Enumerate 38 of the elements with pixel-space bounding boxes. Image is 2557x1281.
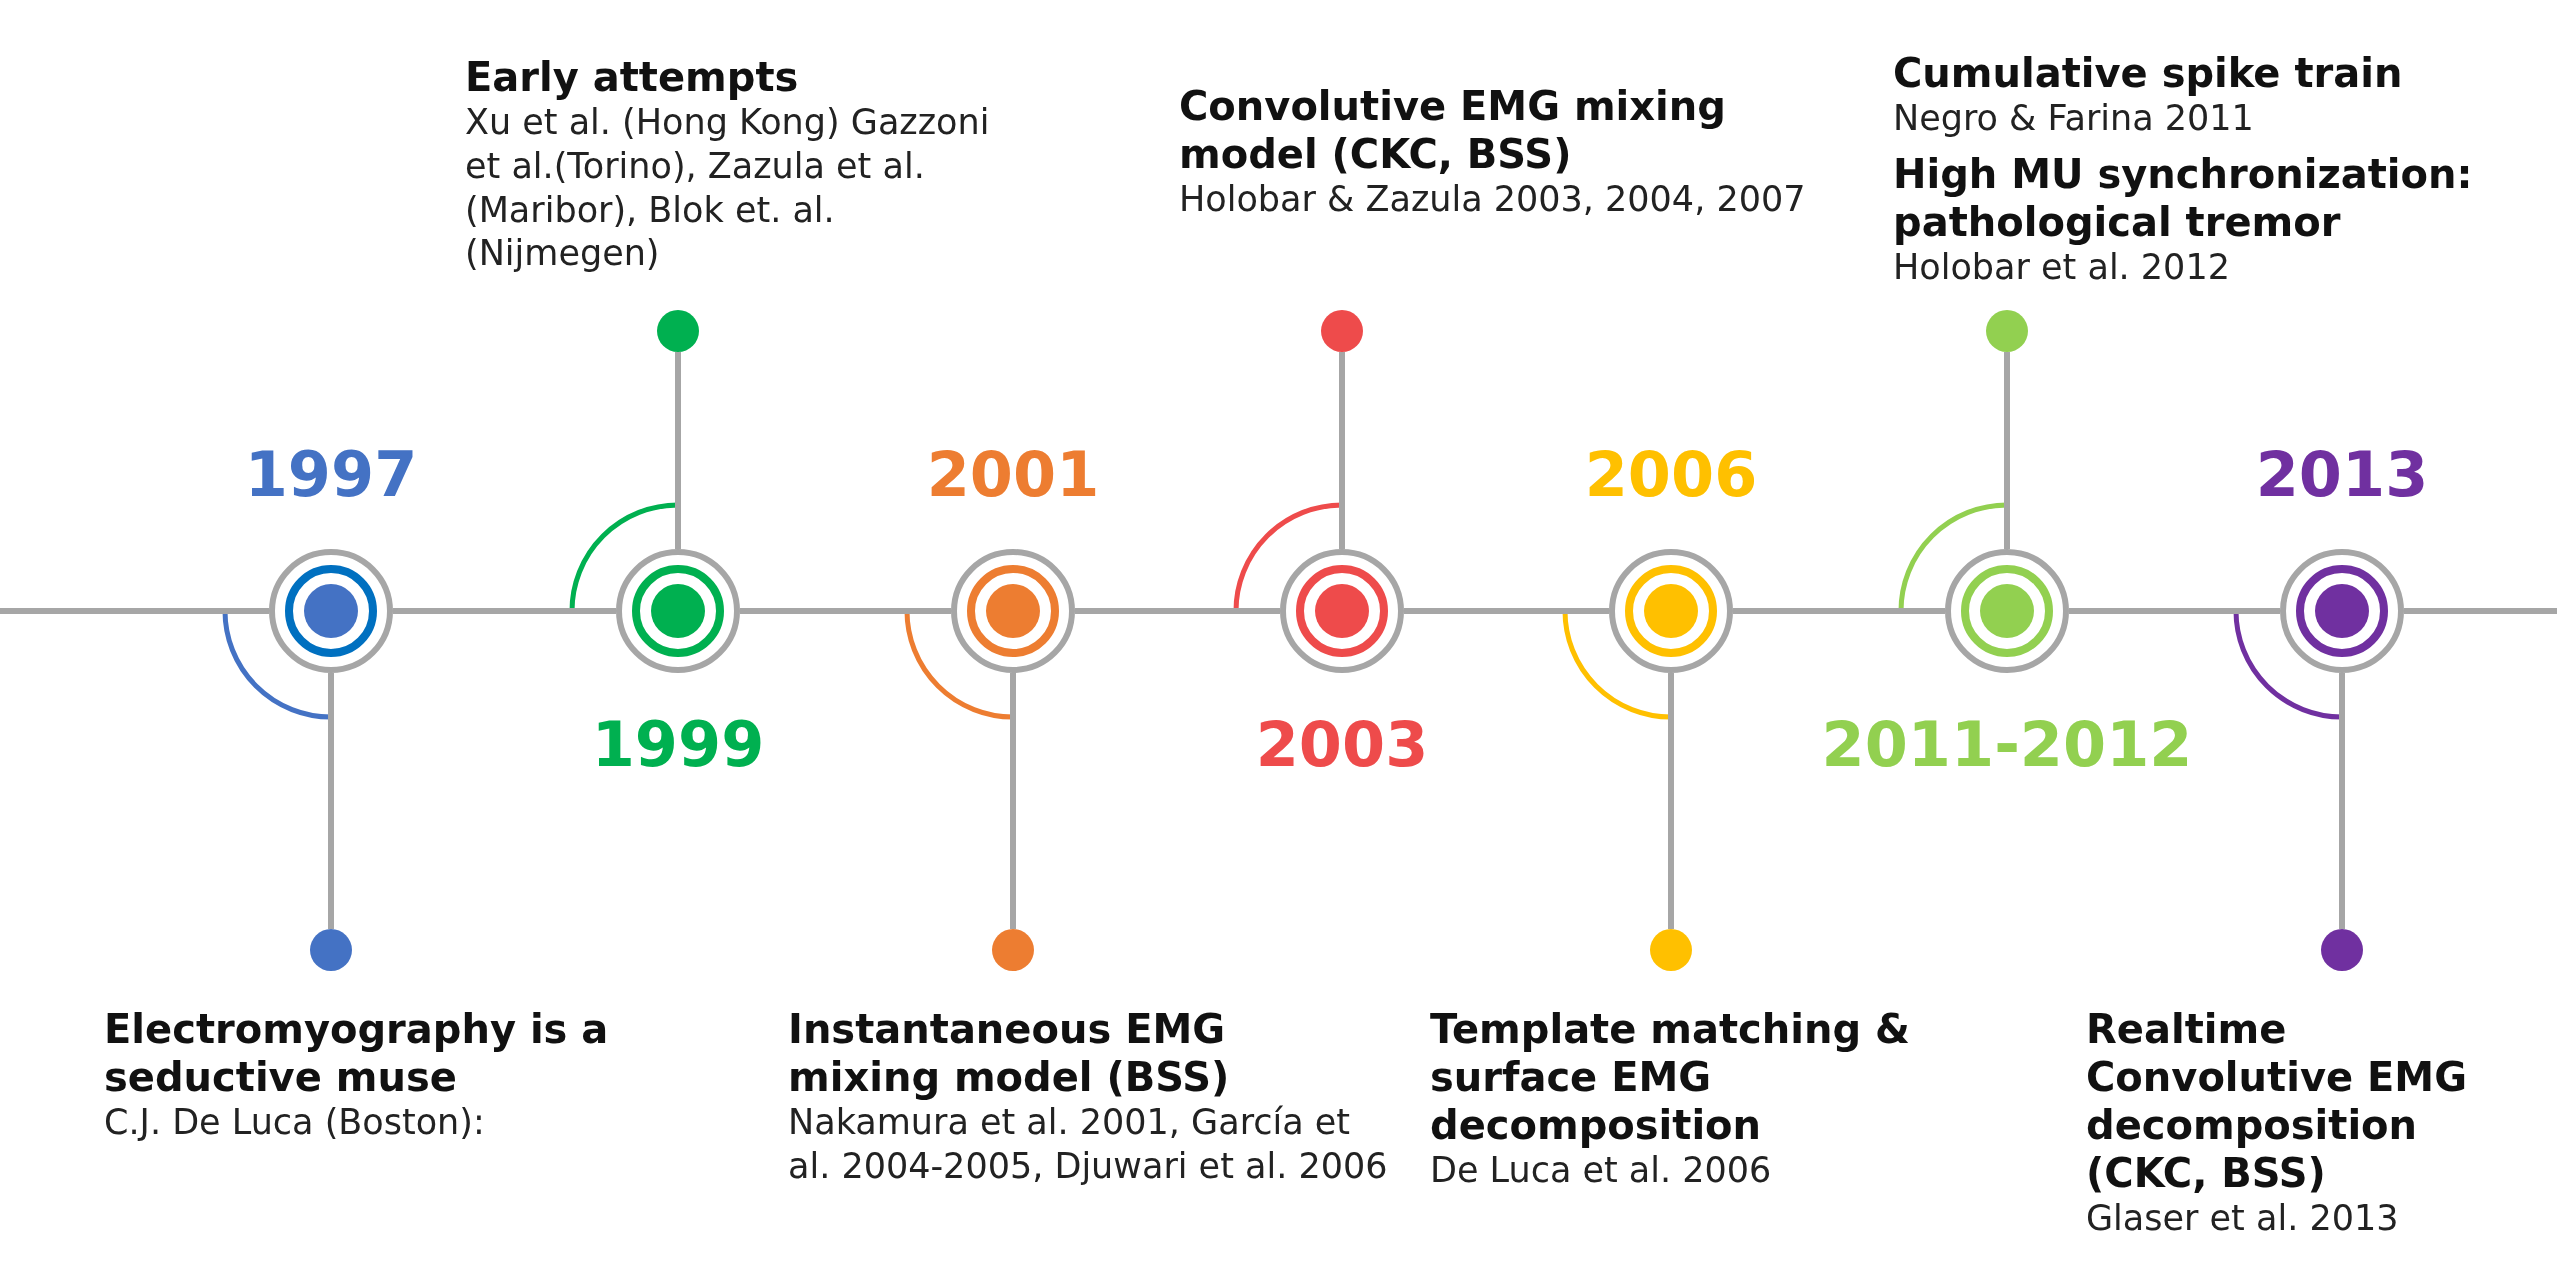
connector-line bbox=[1010, 673, 1016, 929]
year-label: 2001 bbox=[926, 444, 1100, 506]
reference-text: Negro & Farina 2011 bbox=[1893, 96, 2255, 140]
connector-line bbox=[2339, 673, 2345, 929]
milestone-heading: Instantaneous EMG mixing model (BSS) bbox=[788, 1005, 1231, 1101]
reference-text: Holobar & Zazula 2003, 2004, 2007 bbox=[1179, 178, 1807, 222]
timeline-axis bbox=[740, 608, 951, 614]
timeline-axis bbox=[2404, 608, 2557, 614]
milestone-heading: Electromyography is a seductive muse bbox=[104, 1005, 610, 1101]
year-label: 2011-2012 bbox=[1821, 714, 2193, 776]
milestone-heading: Cumulative spike train bbox=[1893, 48, 2404, 97]
timeline-axis bbox=[393, 608, 616, 614]
milestone-heading: High MU synchronization: pathological tremor bbox=[1893, 150, 2474, 247]
reference-text: C.J. De Luca (Boston): bbox=[104, 1101, 486, 1144]
reference-text: De Luca et al. 2006 bbox=[1430, 1149, 1773, 1192]
reference-text: Xu et al. (Hong Kong) Gazzoni et al.(Torino), Zazula et al. (Maribor), Blok et. al. (Nijmegen) bbox=[465, 101, 991, 276]
reference-text: Glaser et al. 2013 bbox=[2086, 1197, 2400, 1240]
milestone-heading: Convolutive EMG mixing model (CKC, BSS) bbox=[1179, 82, 1727, 179]
year-label: 1997 bbox=[244, 444, 418, 506]
timeline-axis bbox=[1733, 608, 1945, 614]
timeline-axis bbox=[1075, 608, 1280, 614]
connector-line bbox=[675, 352, 681, 549]
connector-line bbox=[1668, 673, 1674, 929]
timeline-axis bbox=[2069, 608, 2280, 614]
reference-text: Holobar et al. 2012 bbox=[1893, 246, 2231, 290]
timeline-axis bbox=[0, 608, 269, 614]
milestone-heading: Early attempts bbox=[465, 53, 800, 101]
milestone-heading: Template matching & surface EMG decomposition bbox=[1430, 1005, 1911, 1149]
reference-text: Nakamura et al. 2001, García et al. 2004-2005, Djuwari et al. 2006 bbox=[788, 1101, 1388, 1188]
year-label: 1999 bbox=[591, 714, 765, 776]
connector-line bbox=[328, 673, 334, 929]
timeline-axis bbox=[1404, 608, 1609, 614]
connector-line bbox=[2004, 352, 2010, 549]
year-label: 2013 bbox=[2255, 444, 2429, 506]
connector-line bbox=[1339, 352, 1345, 549]
milestone-heading: Realtime Convolutive EMG decomposition (CKC, BSS) bbox=[2086, 1005, 2468, 1197]
year-label: 2003 bbox=[1255, 714, 1429, 776]
year-label: 2006 bbox=[1584, 444, 1758, 506]
